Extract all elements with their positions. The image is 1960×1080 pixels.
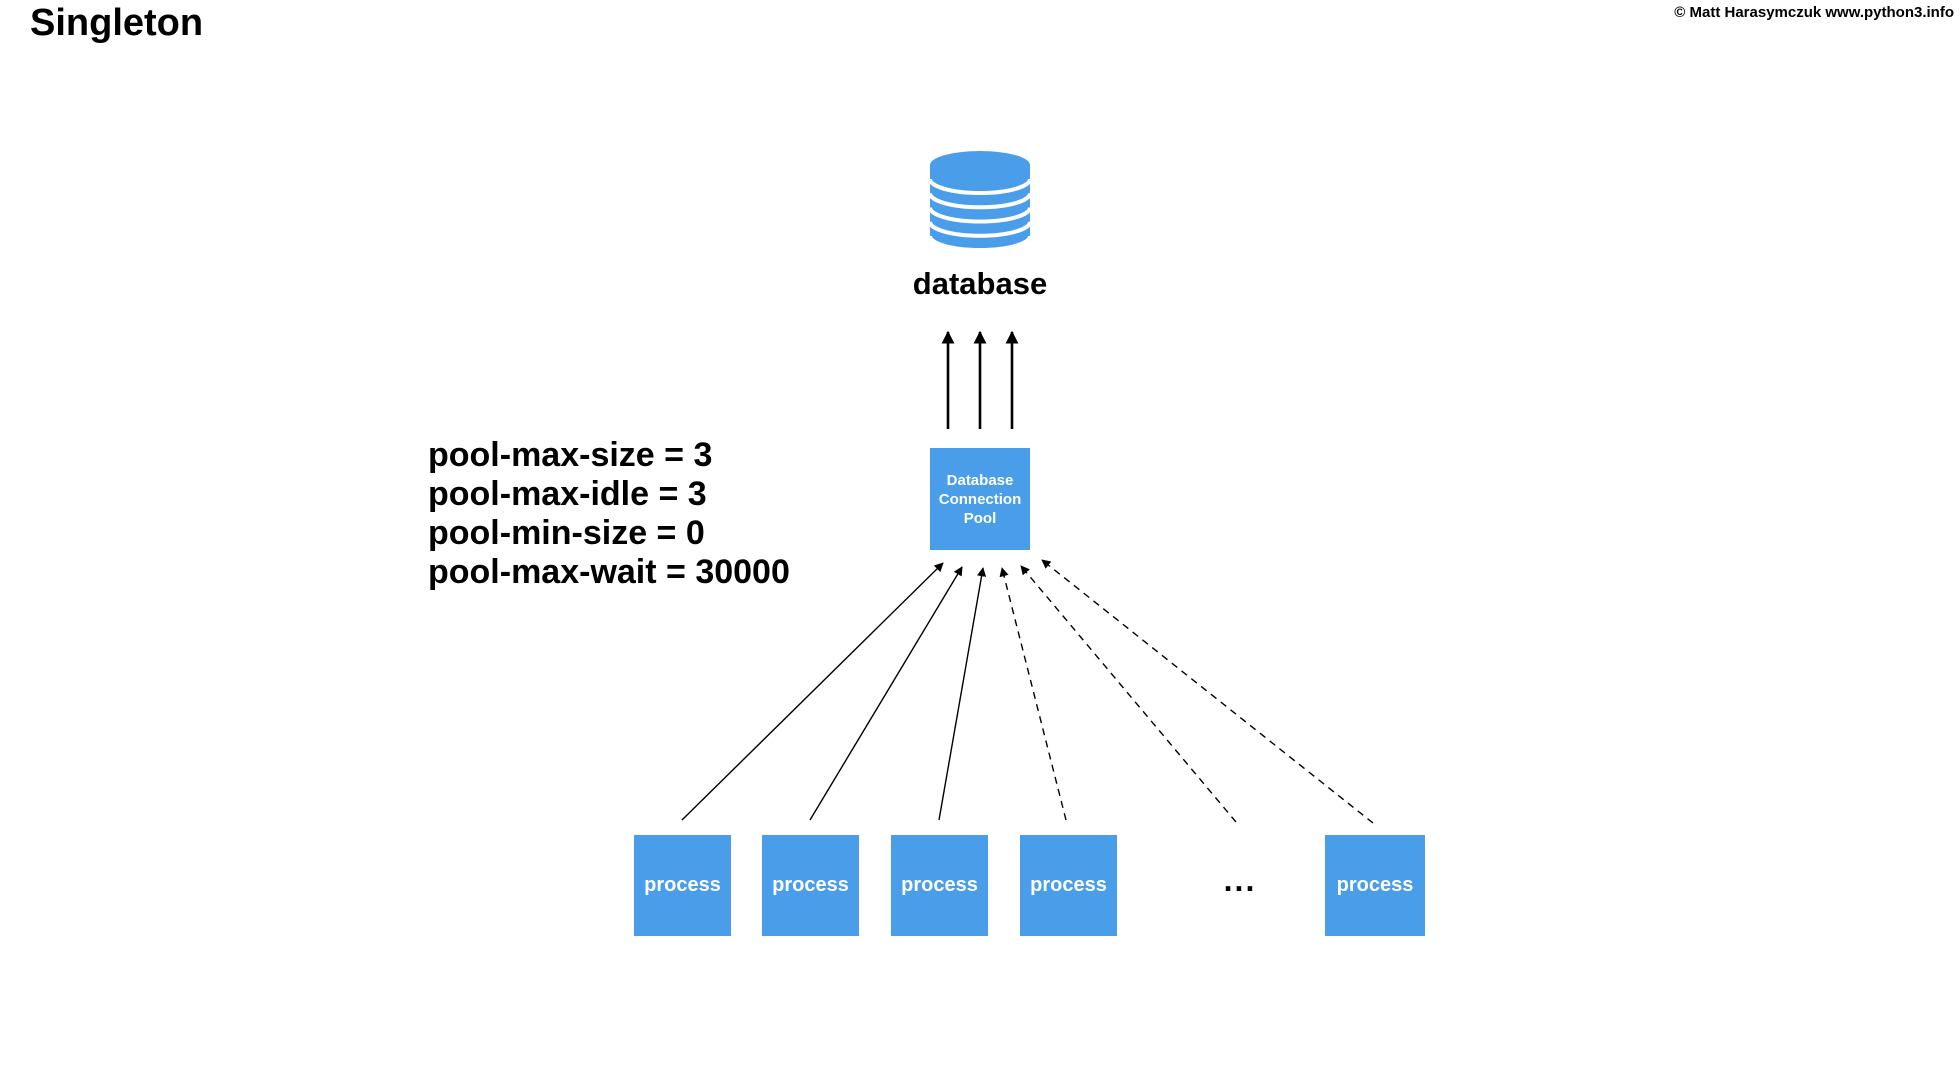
copyright: © Matt Harasymczuk www.python3.info xyxy=(1674,4,1954,21)
process-label: process xyxy=(901,874,978,896)
process-label: process xyxy=(644,874,721,896)
process-box: process xyxy=(762,835,859,936)
process-to-pool-dashed-arrows xyxy=(999,559,1374,824)
process-box: process xyxy=(634,835,731,936)
process-box: process xyxy=(1325,835,1425,936)
process-label: process xyxy=(1030,874,1107,896)
page-title: Singleton xyxy=(30,2,204,44)
pool-parameters: pool-max-size = 3 pool-max-idle = 3 pool… xyxy=(428,436,790,592)
pool-box-line: Pool xyxy=(963,509,997,527)
ellipsis-label: ... xyxy=(1223,862,1257,898)
pool-parameter: pool-max-wait = 30000 xyxy=(428,553,790,591)
process-box: process xyxy=(891,835,988,936)
connection-pool-box: Database Connection Pool xyxy=(930,448,1030,550)
process-label: process xyxy=(772,874,849,896)
database-cylinder-icon xyxy=(928,150,1032,252)
process-box: process xyxy=(1020,835,1117,936)
pool-box-line: Database xyxy=(946,471,1014,489)
process-to-pool-solid-arrows xyxy=(681,562,987,821)
pool-parameter: pool-max-idle = 3 xyxy=(428,475,707,513)
pool-parameter: pool-max-size = 3 xyxy=(428,436,713,474)
database-label: database xyxy=(912,266,1048,301)
process-label: process xyxy=(1336,874,1414,896)
pool-box-line: Connection xyxy=(938,490,1022,508)
pool-parameter: pool-min-size = 0 xyxy=(428,514,705,552)
pool-to-database-arrows xyxy=(941,330,1019,429)
